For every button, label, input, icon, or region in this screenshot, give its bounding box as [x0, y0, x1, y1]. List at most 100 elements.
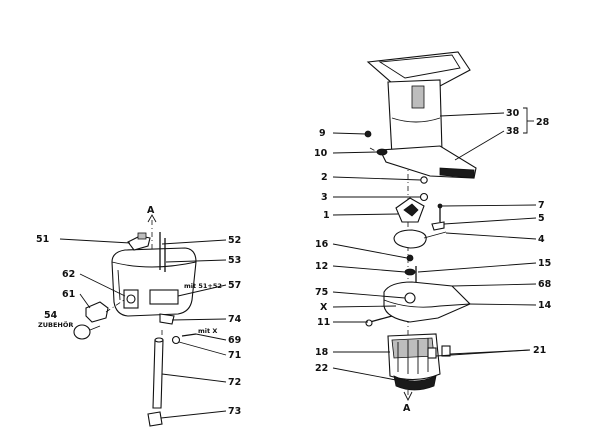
part-label-18: 18 [315, 347, 329, 358]
leader-21b [449, 349, 531, 355]
bracket-74 [159, 313, 175, 325]
brush-21b [441, 345, 451, 357]
leader-10 [332, 151, 378, 154]
leader-75 [332, 291, 406, 299]
right-axis-arrow [403, 391, 413, 402]
leader-73 [160, 410, 227, 419]
part-label-3: 3 [321, 192, 328, 203]
right-axis-label: A [403, 403, 411, 414]
screw-11-head [365, 319, 373, 327]
part-label-22: 22 [315, 363, 328, 374]
part-label-62: 62 [62, 269, 75, 280]
leader-72 [161, 373, 227, 383]
screw-7-head [437, 203, 443, 209]
part-label-11: 11 [317, 317, 330, 328]
leader-52 [161, 239, 227, 245]
leader-74 [171, 318, 227, 321]
leader-22 [332, 367, 397, 381]
tube-ring [391, 117, 441, 123]
part-label-9: 9 [319, 128, 326, 139]
part-label-21: 21 [533, 345, 546, 356]
socket-hole [126, 294, 136, 304]
part-label-74: 74 [228, 314, 242, 325]
left-axis-label: A [147, 205, 155, 216]
note-mit-x: mit X [198, 327, 217, 335]
part-label-15: 15 [538, 258, 551, 269]
label-plate-57 [149, 289, 179, 305]
plug-line [105, 299, 125, 313]
note-zubehoer: ZUBEHÖR [38, 320, 73, 329]
leader-61 [79, 293, 91, 309]
hopper-label [411, 85, 425, 109]
part-label-69: 69 [228, 335, 241, 346]
spacer-12 [404, 268, 416, 276]
washer-16 [406, 254, 414, 262]
bracket-28 [523, 107, 528, 134]
part-label-52: 52 [228, 235, 241, 246]
part-label-14: 14 [538, 300, 552, 311]
housing-rim [111, 261, 197, 268]
washer-71 [171, 335, 181, 345]
part-label-28: 28 [536, 117, 550, 128]
leader-53 [165, 259, 227, 263]
leader-14 [467, 303, 537, 306]
leader-9 [332, 132, 367, 135]
part-label-10: 10 [314, 148, 328, 159]
screw-69 [181, 333, 197, 337]
part-label-57: 57 [228, 280, 241, 291]
marker-x-label: X [320, 302, 328, 313]
leader-69 [195, 333, 227, 341]
rod-72 [152, 339, 164, 409]
leader-71 [178, 341, 227, 356]
part-label-30: 30 [506, 108, 520, 119]
left-assembly: A [36, 205, 242, 427]
plate-edge [383, 299, 471, 308]
part-label-4: 4 [538, 234, 545, 245]
leader-15 [417, 262, 537, 273]
blade-disk-4 [393, 229, 427, 249]
switch-knob [137, 232, 147, 240]
part-label-53: 53 [228, 255, 241, 266]
base-plate-14 [383, 281, 471, 323]
leader-57 [177, 284, 227, 297]
part-label-1: 1 [323, 210, 330, 221]
part-label-7: 7 [538, 200, 545, 211]
part-label-51: 51 [36, 234, 49, 245]
knob-54 [73, 324, 91, 340]
leader-12 [332, 265, 406, 273]
plate-hub-75 [404, 292, 416, 304]
knob-shaft [89, 325, 101, 331]
leader-38 [454, 130, 505, 161]
leader-51 [59, 238, 131, 244]
part-label-68: 68 [538, 279, 552, 290]
rod-top [154, 337, 164, 343]
leader-1 [332, 213, 399, 216]
part-label-12: 12 [315, 261, 328, 272]
leader-16 [332, 243, 408, 259]
part-label-16: 16 [315, 239, 329, 250]
leader-30 [439, 112, 505, 117]
screw-11 [369, 315, 393, 323]
left-axis-arrow [147, 214, 157, 223]
note-mit-51-52: mit 51+52 [184, 282, 222, 290]
cap-73 [147, 411, 163, 427]
leader-7 [441, 204, 537, 207]
plug-61 [85, 301, 109, 323]
part-label-2: 2 [321, 172, 328, 183]
funnel-opening [378, 54, 461, 79]
housing-edge [117, 269, 121, 301]
leader-2 [332, 176, 422, 181]
leader-5 [443, 217, 537, 225]
brush-21a [427, 347, 437, 359]
leader-4 [445, 232, 537, 240]
clip-5 [431, 221, 445, 231]
fan-22 [393, 375, 437, 391]
nut-2 [420, 176, 428, 184]
part-label-72: 72 [228, 377, 241, 388]
blade-hub [403, 203, 419, 217]
part-label-71: 71 [228, 350, 241, 361]
leader-62 [79, 273, 126, 297]
leader-x [332, 305, 397, 308]
washer-3 [419, 192, 429, 202]
